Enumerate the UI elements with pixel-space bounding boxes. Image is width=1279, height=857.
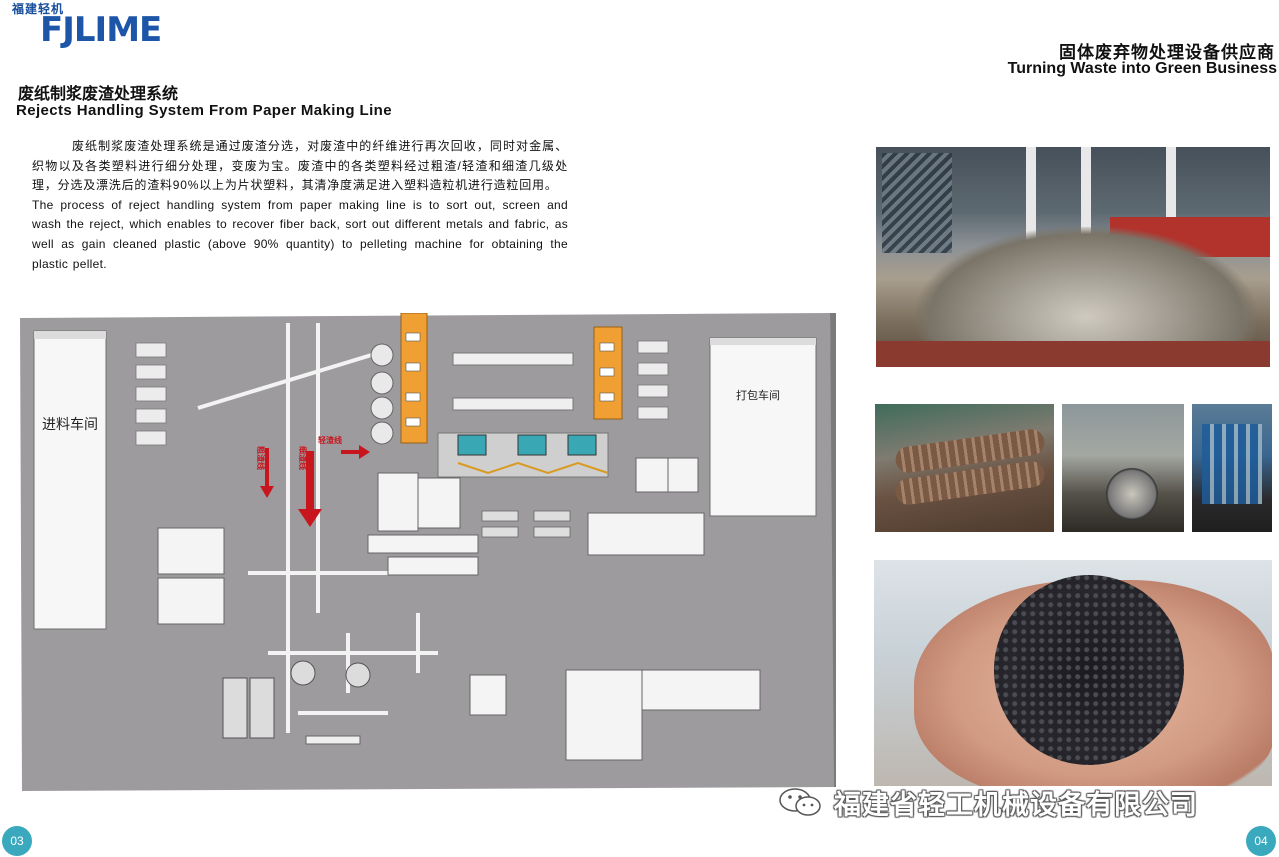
intake-workshop-label: 进料车间 — [42, 416, 98, 433]
wechat-icon — [779, 788, 821, 816]
pelletizer-photo — [1192, 404, 1272, 532]
description-english: The process of reject handling system fr… — [32, 197, 568, 271]
plant-layout-diagram: 进料车间 打包车间 — [18, 313, 836, 791]
section-title-chinese: 废纸制浆废渣处理系统 — [18, 86, 179, 103]
flow-arrow-labels: 粗渣线 细渣线 轻渣线 — [256, 435, 342, 470]
flow-label-light: 轻渣线 — [318, 435, 342, 445]
intake-conveyors — [135, 342, 167, 446]
crusher-photo — [1062, 404, 1184, 532]
page-number-left: 03 — [2, 826, 32, 856]
slogan-chinese: 固体废弃物处理设备供应商 — [1059, 43, 1275, 62]
baling-conveyors — [637, 340, 669, 420]
washing-tanks — [437, 432, 609, 478]
waste-heap-photo — [876, 147, 1270, 367]
slogan-english: Turning Waste into Green Business — [1007, 60, 1277, 77]
flow-label-fine: 细渣线 — [298, 446, 308, 470]
section-title-english: Rejects Handling System From Paper Makin… — [16, 102, 392, 119]
dewatering-silos — [222, 660, 371, 739]
screening-drum-photo — [875, 404, 1054, 532]
separator-units — [481, 510, 571, 538]
logo-mark: FJLIME — [40, 10, 162, 50]
baling-workshop-label: 打包车间 — [736, 388, 780, 402]
baling-workshop: 打包车间 — [709, 337, 817, 517]
page-number-right: 04 — [1246, 826, 1276, 856]
flow-arrows — [260, 445, 370, 527]
description-chinese: 废纸制浆废渣处理系统是通过废渣分选，对废渣中的纤维进行再次回收，同时对金属、织物… — [32, 139, 568, 193]
intake-workshop: 进料车间 — [33, 330, 107, 630]
plastic-pellets-photo — [874, 560, 1272, 786]
logo-chinese-text: 福建轻机 — [12, 2, 65, 16]
flow-label-coarse: 粗渣线 — [256, 446, 266, 470]
company-name: 福建省轻工机械设备有限公司 — [834, 790, 1198, 820]
company-logo: 福建轻机 FJLIME — [12, 0, 162, 52]
storage-pits — [157, 457, 761, 761]
section-description: 废纸制浆废渣处理系统是通过废渣分选，对废渣中的纤维进行再次回收，同时对金属、织物… — [32, 137, 568, 274]
screening-lines — [452, 352, 574, 411]
cyclone-tanks — [370, 343, 394, 445]
